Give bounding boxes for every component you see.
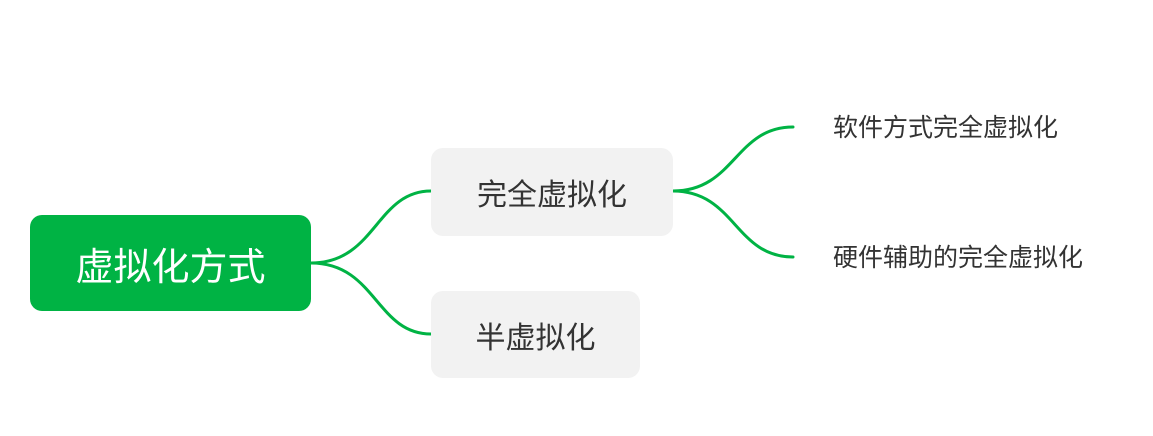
connector-root-to-para-virtualization [309, 261, 433, 336]
leaf-node-label: 硬件辅助的完全虚拟化 [833, 243, 1084, 272]
connector-full-to-hardware [671, 189, 795, 259]
connector-full-to-software [671, 125, 795, 193]
leaf-node-hardware-assisted-full-virtualization[interactable]: 硬件辅助的完全虚拟化 [833, 245, 1083, 270]
branch-node-label: 完全虚拟化 [477, 178, 627, 213]
branch-node-label: 半虚拟化 [475, 320, 596, 356]
branch-node-para-virtualization[interactable]: 半虚拟化 [431, 291, 640, 378]
branch-node-full-virtualization[interactable]: 完全虚拟化 [431, 148, 673, 236]
leaf-node-software-full-virtualization[interactable]: 软件方式完全虚拟化 [833, 115, 1058, 140]
leaf-node-label: 软件方式完全虚拟化 [833, 113, 1059, 142]
root-node-label: 虚拟化方式 [75, 244, 266, 289]
root-node-virtualization-methods[interactable]: 虚拟化方式 [30, 215, 311, 311]
connector-root-to-full-virtualization [309, 189, 433, 265]
